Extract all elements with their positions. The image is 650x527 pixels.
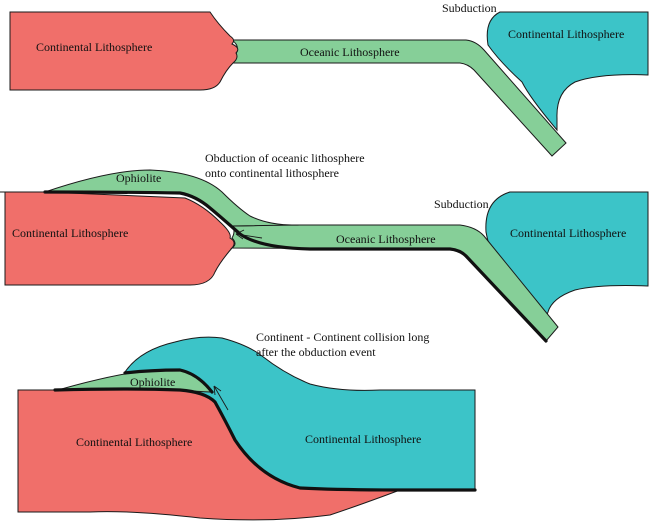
panel3-left-plate-label: Continental Lithosphere	[76, 435, 192, 449]
panel3-annotation-line1: Continent - Continent collision long	[256, 330, 429, 344]
panel1-right-plate-label: Continental Lithosphere	[508, 27, 624, 41]
panel2-right-plate-label: Continental Lithosphere	[510, 226, 626, 240]
panel-2-obduction: Ophiolite Continental Lithosphere Oceani…	[0, 151, 649, 343]
panel1-right-continental-plate	[486, 11, 649, 132]
panel-3-collision: Ophiolite Continental Lithosphere Contin…	[17, 330, 477, 521]
panel3-annotation-line2: after the obduction event	[256, 345, 376, 359]
panel1-ocean-label: Oceanic Lithosphere	[300, 45, 400, 59]
panel3-ophiolite-label: Ophiolite	[130, 375, 175, 389]
panel1-left-continental-plate	[9, 11, 239, 91]
panel2-slip-arrow	[235, 229, 263, 240]
panel2-left-continental-plate	[4, 191, 235, 286]
panel2-ocean-label: Oceanic Lithosphere	[336, 232, 436, 246]
panel2-left-plate-label: Continental Lithosphere	[12, 226, 128, 240]
panel1-left-plate-label: Continental Lithosphere	[36, 40, 152, 54]
panel3-slip-arrow	[213, 385, 229, 411]
panel2-ophiolite-label: Ophiolite	[116, 171, 161, 185]
panel2-thrust-line	[43, 190, 548, 343]
panel2-annotation-line1: Obduction of oceanic lithosphere	[205, 151, 365, 165]
panel1-subduction-label: Subduction	[442, 1, 497, 15]
panel2-annotation-line2: onto continental lithosphere	[205, 166, 339, 180]
panel2-subduction-label: Subduction	[434, 197, 489, 211]
panel3-thrust-line	[53, 387, 477, 492]
panel3-ophiolite-top-line	[123, 368, 214, 394]
panel3-right-plate-label: Continental Lithosphere	[305, 432, 421, 446]
panel-1-subduction: Continental Lithosphere Oceanic Lithosph…	[9, 1, 649, 157]
